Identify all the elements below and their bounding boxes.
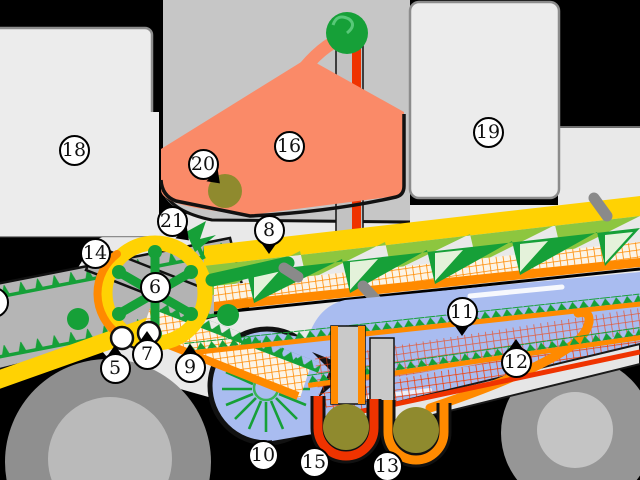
- feeder-sprocket: [67, 308, 89, 330]
- stone-trap: [136, 320, 162, 346]
- cab-box: [0, 26, 159, 238]
- beater-crank: [278, 262, 304, 283]
- tailings-elevator-duct: [369, 337, 395, 409]
- deflector: [186, 221, 216, 260]
- grain-elevator-duct: [330, 325, 366, 405]
- stone-trap: [109, 325, 135, 351]
- straw-walkers: [204, 192, 640, 315]
- grain-auger: [323, 404, 369, 450]
- grain-tank-outline: [159, 114, 406, 218]
- feeder-sprocket: [217, 304, 239, 326]
- tailings-auger-channel: [380, 400, 452, 468]
- walker-crank: [588, 192, 613, 222]
- front-wheel: [5, 359, 211, 480]
- tailings-auger: [393, 407, 439, 453]
- beater: [205, 256, 295, 287]
- tank-auger: [208, 174, 242, 208]
- grain-auger-channel: [310, 396, 382, 464]
- air-streak: [467, 284, 565, 299]
- elevator-head-pulley: [326, 12, 368, 54]
- upper-sieve: [184, 293, 640, 356]
- engine-box: [408, 0, 561, 200]
